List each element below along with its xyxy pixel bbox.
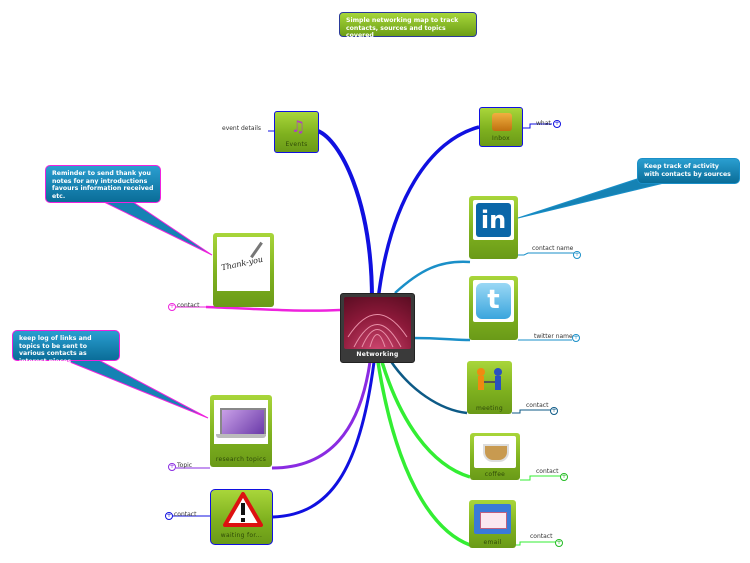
branch-email bbox=[376, 361, 471, 547]
inbox-expand-icon[interactable]: + bbox=[553, 120, 561, 128]
twitter-tag[interactable]: twitter name bbox=[534, 333, 573, 340]
callout-sources[interactable]: Keep track of activity with contacts by … bbox=[637, 158, 740, 184]
thank-you-card: Thank-you bbox=[217, 237, 270, 291]
callout-links-text: keep log of links and topics to be sent … bbox=[19, 335, 92, 365]
coffee-tag[interactable]: contact bbox=[536, 468, 559, 475]
branch-thankyou bbox=[205, 305, 341, 312]
branch-research bbox=[271, 361, 372, 470]
inbox-icon bbox=[492, 113, 512, 131]
meeting-label: meeting bbox=[476, 405, 503, 412]
email-icon bbox=[474, 504, 511, 534]
events-label: Events bbox=[285, 141, 308, 148]
callout-tail-links bbox=[59, 357, 209, 419]
branch-twitter bbox=[411, 336, 471, 342]
meeting-tag[interactable]: contact bbox=[526, 402, 549, 409]
networking-image bbox=[344, 297, 411, 349]
fingerprint-icon bbox=[347, 314, 408, 348]
underline-linkedin bbox=[518, 252, 575, 256]
callout-thank-you-text: Reminder to send thank you notes for any… bbox=[52, 170, 154, 200]
twitter-logo-text: t bbox=[476, 283, 511, 319]
waiting-label: waiting for... bbox=[220, 532, 263, 539]
inbox-tag[interactable]: what bbox=[536, 120, 551, 127]
node-meeting[interactable]: meeting bbox=[467, 361, 512, 414]
waiting-tag[interactable]: contact bbox=[174, 511, 197, 518]
node-twitter[interactable]: t bbox=[469, 276, 518, 340]
branch-waiting bbox=[272, 361, 376, 519]
meeting-expand-icon[interactable]: + bbox=[550, 407, 558, 415]
callout-tail-thankyou bbox=[99, 199, 213, 256]
underline-inbox bbox=[523, 123, 552, 129]
twitter-logo-icon: t bbox=[473, 280, 514, 322]
waiting-expand-icon[interactable]: + bbox=[165, 512, 173, 520]
callout-links[interactable]: keep log of links and topics to be sent … bbox=[12, 330, 120, 365]
branch-inbox bbox=[376, 125, 480, 301]
branch-coffee bbox=[380, 361, 471, 479]
coffee-expand-icon[interactable]: + bbox=[560, 473, 568, 481]
linkedin-logo-text: in bbox=[476, 203, 511, 237]
node-coffee[interactable]: coffee bbox=[470, 433, 520, 480]
linkedin-tag[interactable]: contact name bbox=[532, 245, 574, 252]
node-inbox[interactable]: Inbox bbox=[479, 107, 523, 147]
underline-coffee bbox=[520, 475, 562, 481]
email-tag[interactable]: contact bbox=[530, 533, 553, 540]
laptop-icon bbox=[214, 400, 268, 444]
title-note: Simple networking map to track contacts,… bbox=[339, 12, 477, 40]
callout-sources-text: Keep track of activity with contacts by … bbox=[644, 163, 731, 178]
research-tag[interactable]: Topic bbox=[177, 462, 193, 469]
node-waiting[interactable]: waiting for... bbox=[210, 489, 273, 545]
thank-you-handwriting: Thank-you bbox=[220, 254, 264, 273]
email-expand-icon[interactable]: + bbox=[555, 539, 563, 547]
linkedin-logo-icon: in bbox=[473, 200, 514, 240]
email-label: email bbox=[483, 539, 502, 546]
callout-tail-sources bbox=[517, 177, 662, 219]
coffee-label: coffee bbox=[484, 471, 506, 478]
title-note-text: Simple networking map to track contacts,… bbox=[346, 17, 459, 40]
branch-events bbox=[317, 129, 374, 301]
thankyou-tag[interactable]: contact bbox=[177, 302, 200, 309]
callout-thank-you[interactable]: Reminder to send thank you notes for any… bbox=[45, 165, 161, 203]
center-label: Networking bbox=[356, 351, 399, 358]
warning-icon bbox=[223, 492, 263, 527]
research-expand-icon[interactable]: + bbox=[168, 463, 176, 471]
branch-meeting bbox=[388, 359, 468, 415]
twitter-expand-icon[interactable]: + bbox=[572, 334, 580, 342]
thankyou-expand-icon[interactable]: + bbox=[168, 303, 176, 311]
research-label: research topics bbox=[215, 456, 267, 463]
events-tag[interactable]: event details bbox=[222, 125, 261, 132]
linkedin-expand-icon[interactable]: + bbox=[573, 251, 581, 259]
node-thankyou[interactable]: Thank-you bbox=[213, 233, 274, 307]
underline-email bbox=[516, 541, 556, 546]
center-node-networking[interactable]: Networking bbox=[340, 293, 415, 363]
node-research[interactable]: research topics bbox=[210, 395, 272, 467]
coffee-cup-icon bbox=[474, 436, 516, 468]
inbox-label: Inbox bbox=[492, 135, 510, 142]
node-email[interactable]: email bbox=[469, 500, 516, 548]
node-events[interactable]: ♫ Events bbox=[274, 111, 319, 153]
handshake-icon bbox=[477, 368, 502, 390]
underline-meeting bbox=[512, 409, 552, 414]
events-icon: ♫ bbox=[290, 117, 306, 136]
node-linkedin[interactable]: in bbox=[469, 196, 518, 259]
branch-linkedin bbox=[394, 260, 471, 294]
